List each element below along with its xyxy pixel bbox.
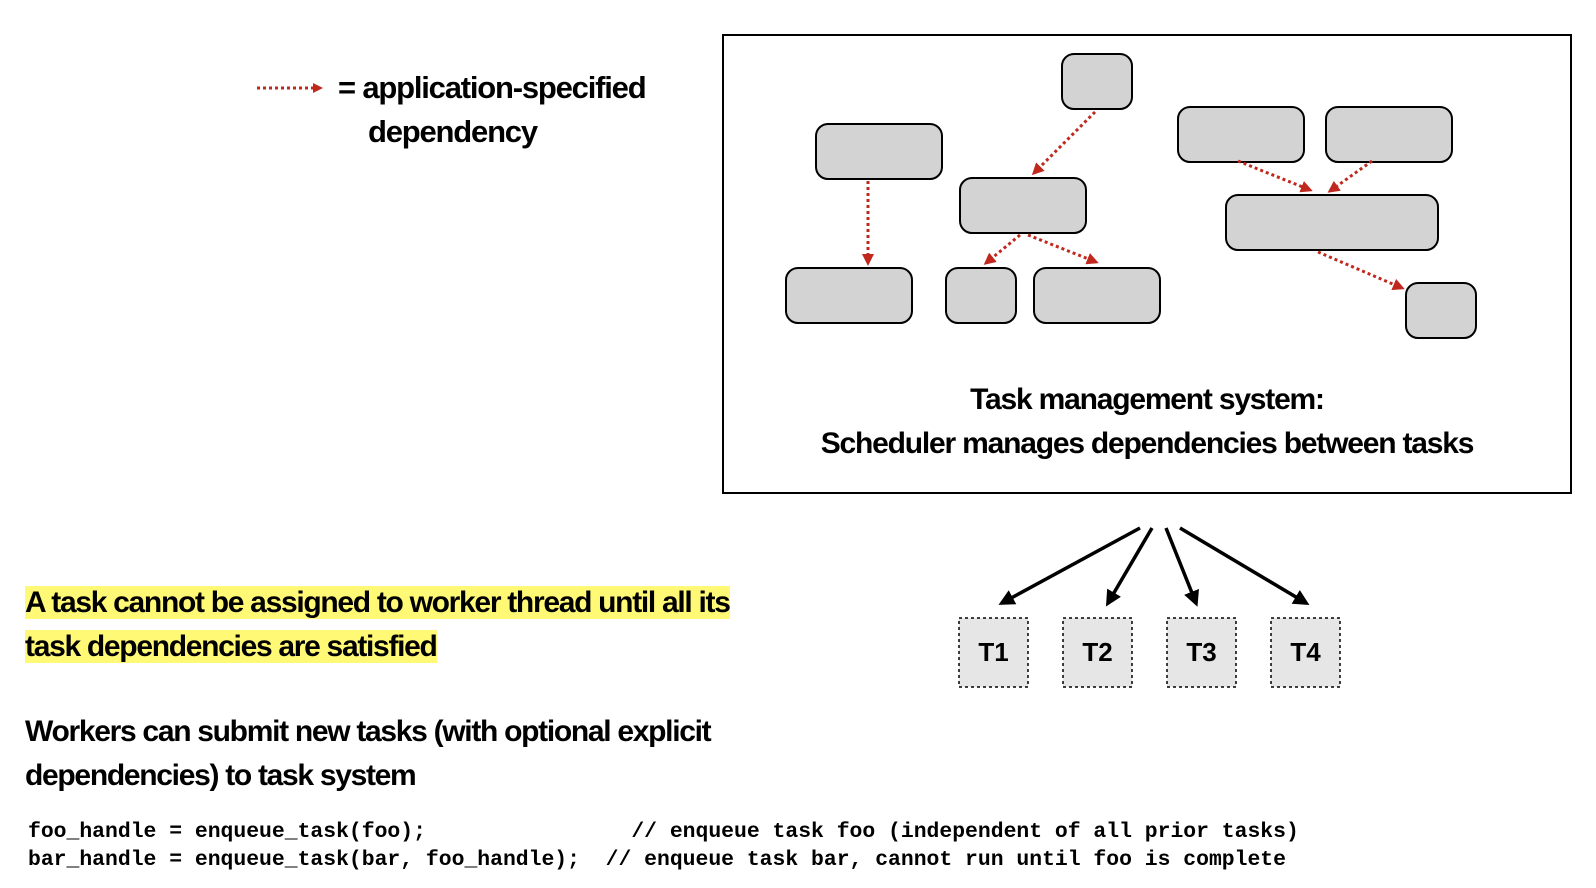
dependency-arrow-legend-icon bbox=[257, 83, 323, 93]
worker-box-t4 bbox=[1270, 617, 1341, 688]
worker-label-t3: T3 bbox=[1186, 637, 1217, 667]
highlighted-statement-line2: task dependencies are satisfied bbox=[25, 630, 438, 663]
worker-box-t3 bbox=[1166, 617, 1237, 688]
dependency-arrow bbox=[1317, 250, 1405, 290]
dependency-arrow bbox=[983, 233, 1021, 265]
worker-label-t4: T4 bbox=[1290, 637, 1321, 667]
task-node bbox=[945, 267, 1017, 324]
code-line-2: bar_handle = enqueue_task(bar, foo_handl… bbox=[28, 848, 1286, 872]
scheduler-caption-line2: Scheduler manages dependencies between t… bbox=[820, 427, 1475, 460]
task-node bbox=[785, 267, 913, 324]
task-node bbox=[1061, 53, 1133, 110]
task-node bbox=[1033, 267, 1161, 324]
dependency-arrow bbox=[1027, 233, 1099, 265]
code-line-1: foo_handle = enqueue_task(foo); // enque… bbox=[28, 820, 1299, 844]
worker-box-t2 bbox=[1062, 617, 1133, 688]
task-node bbox=[1225, 194, 1439, 251]
assignment-arrow bbox=[1105, 527, 1154, 607]
code-block: foo_handle = enqueue_task(foo); // enque… bbox=[28, 818, 1299, 874]
scheduler-caption-line1: Task management system: bbox=[970, 383, 1325, 416]
task-management-system-box bbox=[722, 34, 1572, 494]
worker-label-t1: T1 bbox=[978, 637, 1009, 667]
worker-label-t2: T2 bbox=[1082, 637, 1113, 667]
dependency-arrow bbox=[1237, 159, 1313, 193]
legend-label-line1: = application-specified bbox=[338, 70, 647, 105]
dependency-arrow bbox=[1031, 110, 1097, 176]
submit-statement-line1: Workers can submit new tasks (with optio… bbox=[25, 715, 712, 748]
task-node bbox=[1325, 106, 1453, 163]
legend-label-line2: dependency bbox=[368, 114, 538, 149]
dependency-arrow bbox=[1327, 159, 1373, 193]
task-node bbox=[959, 177, 1087, 234]
task-node bbox=[815, 123, 943, 180]
assignment-arrow bbox=[1179, 526, 1310, 606]
legend-label: = application-specified dependency bbox=[338, 66, 647, 154]
submit-statement: Workers can submit new tasks (with optio… bbox=[25, 710, 745, 798]
scheduler-caption: Task management system: Scheduler manage… bbox=[722, 378, 1572, 466]
assignment-arrow bbox=[1164, 527, 1199, 607]
task-node bbox=[1177, 106, 1305, 163]
worker-box-t1 bbox=[958, 617, 1029, 688]
highlighted-statement: A task cannot be assigned to worker thre… bbox=[25, 581, 745, 669]
highlighted-statement-line1: A task cannot be assigned to worker thre… bbox=[25, 586, 731, 619]
submit-statement-line2: dependencies) to task system bbox=[25, 759, 417, 792]
assignment-arrow bbox=[998, 526, 1141, 605]
task-node bbox=[1405, 282, 1477, 339]
